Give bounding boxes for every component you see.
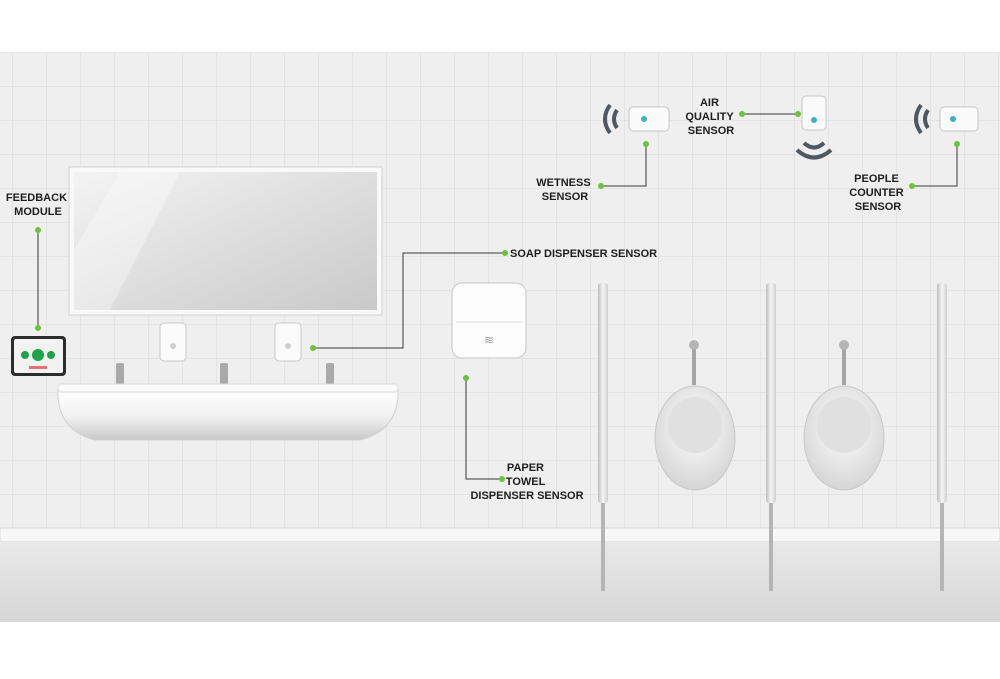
air-quality-sensor-label: AIR QUALITY SENSOR [685,97,736,137]
air-quality-sensor-device [795,95,833,160]
wall-molding [0,527,1000,543]
people-connector [912,144,958,187]
soap-dispenser-icon [159,322,302,362]
urinal-icon [654,340,885,491]
markers [35,111,960,482]
wetness-sensor-label: WETNESS SENSOR [536,177,593,203]
feedback-module-label: FEEDBACK MODULE [6,192,70,218]
faucet-icon [116,363,334,385]
soap-connector [313,252,505,349]
svg-text:≋: ≋ [484,333,494,347]
labels: FEEDBACK MODULE SOAP DISPENSER SENSOR PA… [6,97,906,502]
people-counter-sensor-label: PEOPLE COUNTER SENSOR [849,173,906,213]
tablet-icon [11,336,66,376]
connectors [37,113,958,480]
floor [0,542,1000,622]
partitions [598,283,947,591]
wetness-sensor-device [603,103,670,135]
mirror [68,166,383,316]
towel-connector [465,378,502,480]
wetness-connector [601,144,647,187]
soap-dispenser-sensor-label: SOAP DISPENSER SENSOR [510,248,657,260]
sink [57,383,399,441]
people-counter-sensor-device [914,103,979,135]
hand-dryer-icon: ≋ [451,282,527,359]
paper-towel-sensor-label: PAPER TOWEL DISPENSER SENSOR [470,462,583,502]
